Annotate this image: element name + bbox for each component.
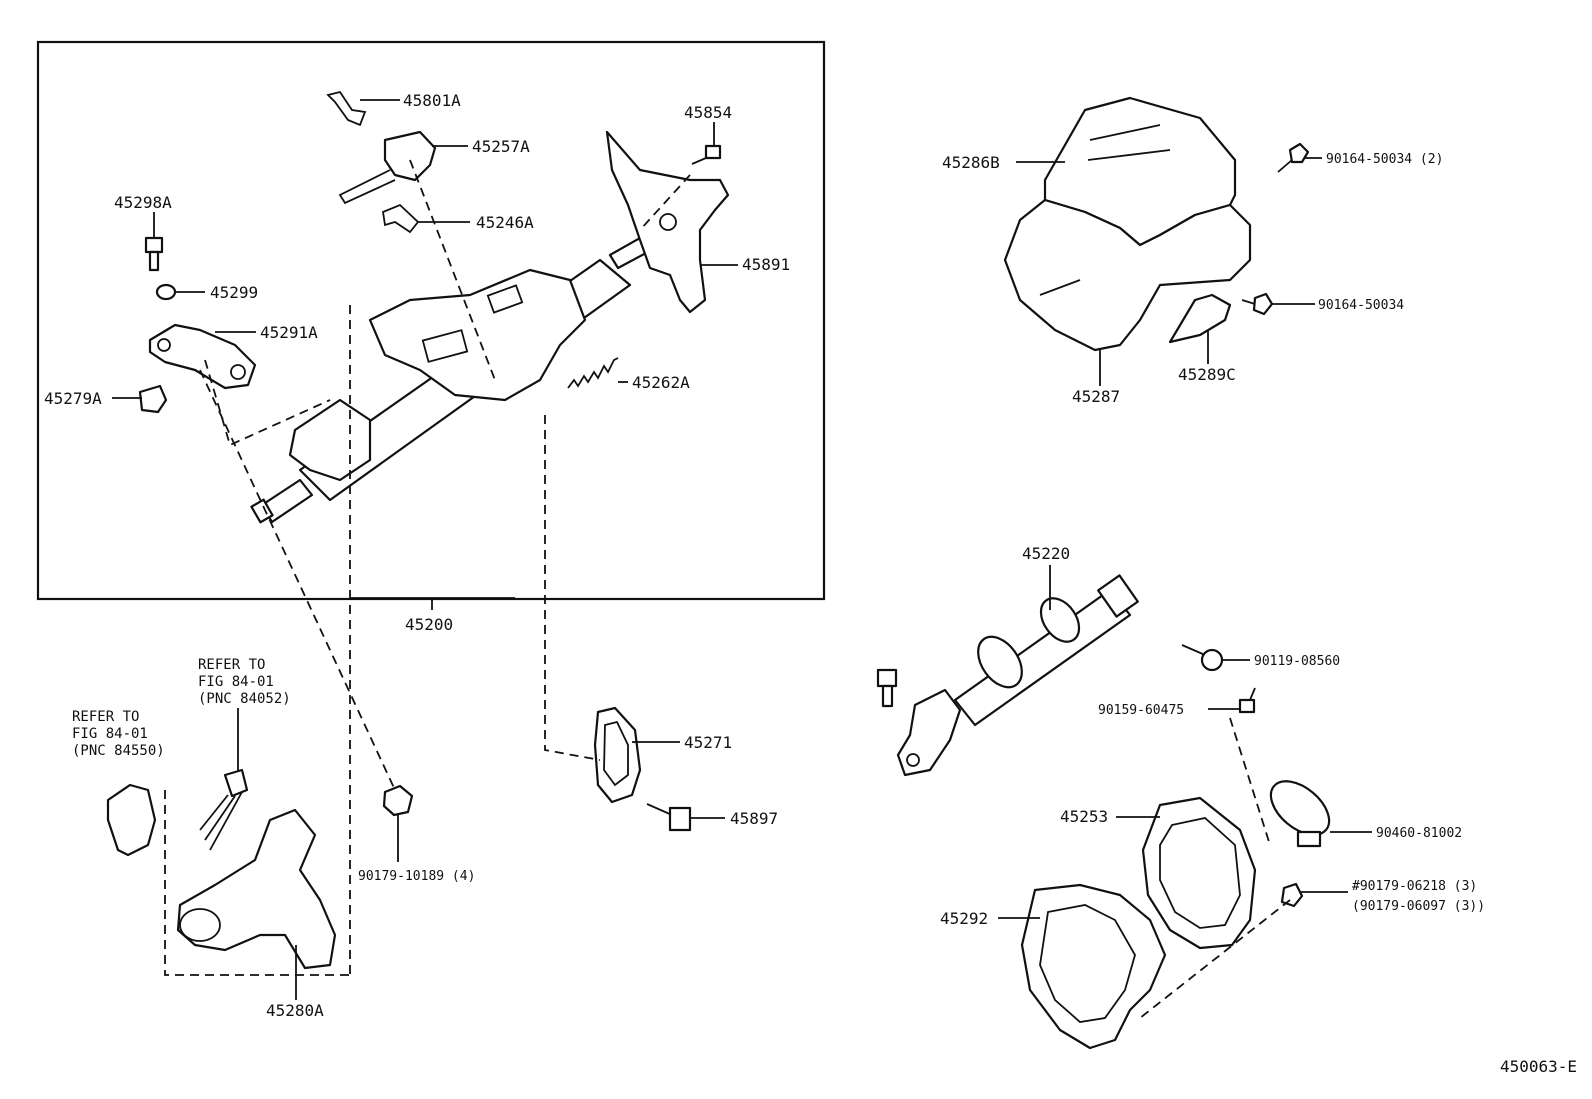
label-90460-81002: 90460-81002: [1376, 826, 1462, 841]
part-45287-lower-cover: [1003, 198, 1252, 352]
part-45801A-clip: [326, 90, 367, 127]
label-45897: 45897: [730, 809, 778, 828]
part-45220-intermediate-shaft: [896, 574, 1139, 777]
part-90179-06218-nut: [1280, 882, 1304, 908]
ref1-line3: (PNC 84052): [198, 691, 291, 707]
screw-90164-50034-top: [1277, 142, 1310, 173]
part-45253-gasket: [1141, 796, 1257, 950]
part-45291A-plate: [148, 323, 257, 390]
bolt-near-45220: [876, 668, 898, 708]
label-45289C: 45289C: [1178, 365, 1236, 384]
part-45246A-clip: [382, 203, 420, 234]
part-45280A-housing: [176, 808, 337, 970]
part-45854-bolt: [691, 144, 722, 165]
connector-pnc-84052: [199, 768, 249, 851]
label-45298A: 45298A: [114, 193, 172, 212]
part-90159-60475-bolt: [1238, 687, 1256, 714]
label-45253: 45253: [1060, 807, 1108, 826]
label-45280A: 45280A: [266, 1001, 324, 1020]
part-45891-bracket: [605, 130, 730, 314]
part-90179-10189-nut: [382, 784, 414, 817]
part-90460-81002-clamp: [1269, 780, 1331, 848]
label-45279A: 45279A: [44, 389, 102, 408]
label-45257A: 45257A: [472, 137, 530, 156]
label-45291A: 45291A: [260, 323, 318, 342]
label-90179-06218: #90179-06218 (3): [1352, 879, 1477, 894]
figure-id: 450063-E: [1500, 1057, 1577, 1076]
label-45220: 45220: [1022, 544, 1070, 563]
label-45271: 45271: [684, 733, 732, 752]
label-45891: 45891: [742, 255, 790, 274]
ref2-line3: (PNC 84550): [72, 743, 165, 759]
reference-note-84052: REFER TO FIG 84-01 (PNC 84052): [198, 657, 291, 707]
label-90164-50034: 90164-50034: [1318, 298, 1404, 313]
part-45262A-spring: [567, 357, 619, 389]
ref2-line2: FIG 84-01: [72, 726, 148, 742]
label-90159-60475: 90159-60475: [1098, 703, 1184, 718]
reference-note-84550: REFER TO FIG 84-01 (PNC 84550): [72, 709, 165, 759]
label-45854: 45854: [684, 103, 732, 122]
label-45801A: 45801A: [403, 91, 461, 110]
assembly-frame-45200: [36, 40, 826, 601]
part-labels: 45801A 45257A 45246A 45854 45891 45298A …: [44, 91, 1485, 1020]
label-90179-06097: (90179-06097 (3)): [1352, 899, 1485, 914]
ref1-line1: REFER TO: [198, 657, 265, 673]
label-45262A: 45262A: [632, 373, 690, 392]
part-45897-bolt: [646, 803, 692, 832]
label-45200: 45200: [405, 615, 453, 634]
part-90119-08560-bolt: [1181, 644, 1224, 672]
part-45292-boot: [1020, 883, 1167, 1050]
part-45257A-bracket: [383, 130, 437, 182]
part-45299-washer: [155, 283, 177, 301]
switch-pnc-84550: [106, 783, 157, 857]
label-45286B: 45286B: [942, 153, 1000, 172]
ref1-line2: FIG 84-01: [198, 674, 274, 690]
label-90119-08560: 90119-08560: [1254, 654, 1340, 669]
dashed-guides: [164, 159, 1291, 1019]
label-45299: 45299: [210, 283, 258, 302]
part-45271-gasket: [593, 706, 642, 804]
part-45298A-bolt: [144, 236, 164, 272]
label-45246A: 45246A: [476, 213, 534, 232]
label-90164-50034-2: 90164-50034 (2): [1326, 152, 1443, 167]
part-45279A-nut: [138, 384, 168, 414]
screw-90164-50034-right: [1241, 292, 1274, 316]
leader-lines: [112, 99, 1372, 1000]
label-45292: 45292: [940, 909, 988, 928]
ref2-line1: REFER TO: [72, 709, 139, 725]
label-90179-10189: 90179-10189 (4): [358, 869, 475, 884]
label-45287: 45287: [1072, 387, 1120, 406]
part-45289C-cover-piece: [1168, 293, 1232, 344]
